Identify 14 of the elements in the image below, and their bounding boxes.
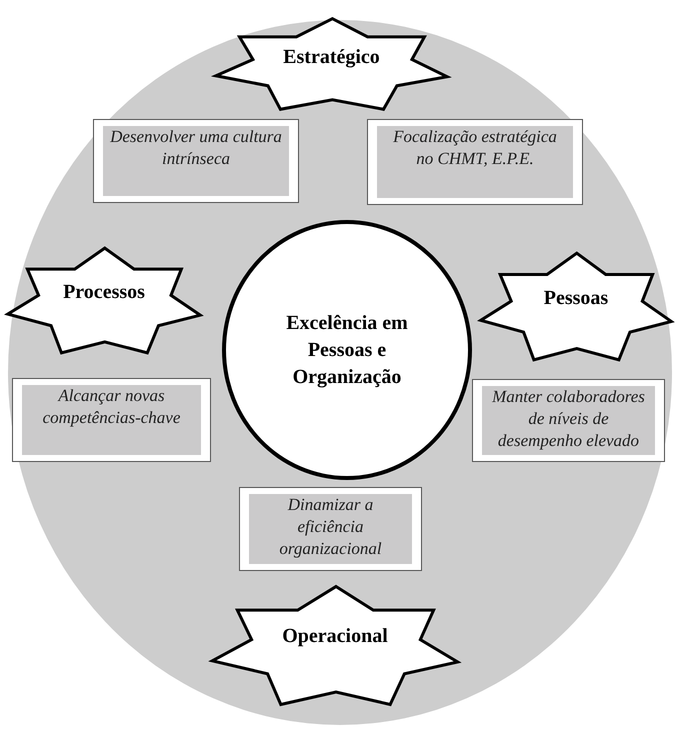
star-label: Pessoas bbox=[544, 286, 608, 310]
star-label: Processos bbox=[63, 280, 145, 304]
star-shape bbox=[2, 245, 206, 356]
star-shape bbox=[209, 16, 454, 112]
large-circle bbox=[8, 20, 672, 725]
center-label: Excelência em Pessoas e Organização bbox=[285, 310, 409, 390]
star-label: Estratégico bbox=[283, 44, 380, 68]
objective-text: Focalização estratégica no CHMT, E.P.E. bbox=[392, 126, 558, 170]
objective-text: Alcançar novas competências-chave bbox=[42, 385, 182, 429]
objective-text: Dinamizar a eficiência organizacional bbox=[278, 494, 383, 560]
objective-text: Desenvolver uma cultura intrínseca bbox=[109, 126, 283, 170]
star-shape bbox=[475, 250, 677, 363]
objective-text: Manter colaboradores de níveis de desempenho elevado bbox=[491, 386, 646, 452]
star-label: Operacional bbox=[282, 624, 388, 648]
